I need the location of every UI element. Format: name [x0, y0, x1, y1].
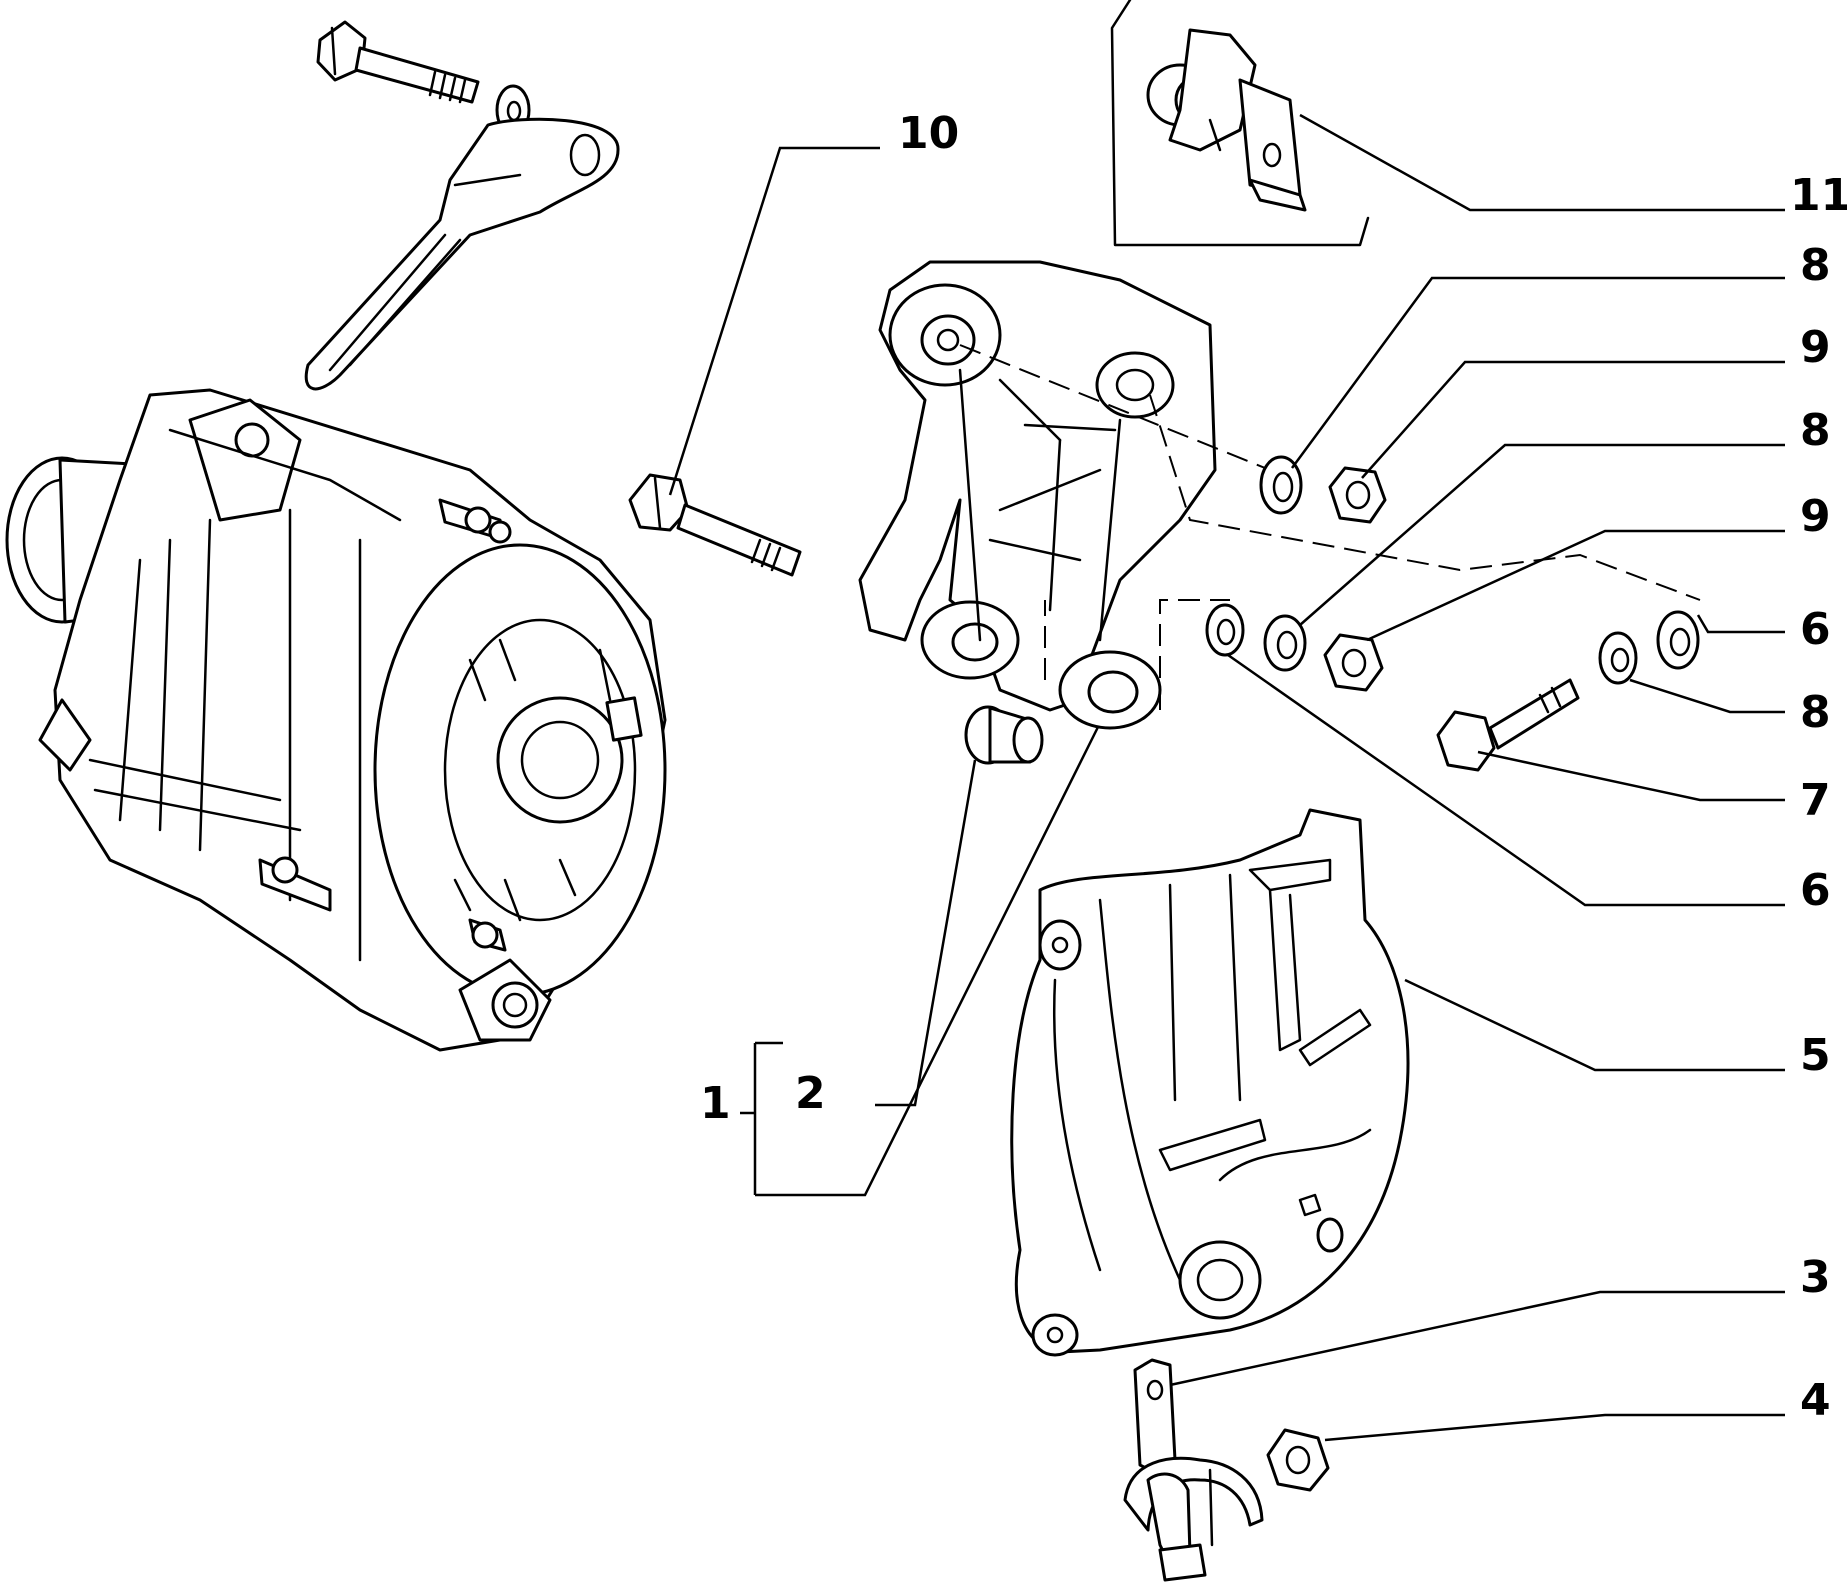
bolt-7-icon [1436, 678, 1580, 772]
callout-3: 3 [1800, 1252, 1831, 1303]
alternator-icon [5, 388, 667, 1052]
nut-9a-icon [1328, 466, 1387, 524]
cable-clamp-icon [1123, 1358, 1264, 1582]
spring-washer-8a-icon [1259, 455, 1303, 515]
adjusting-strap-icon [304, 117, 620, 391]
callout-8a: 8 [1800, 240, 1831, 291]
bushing-icon [964, 705, 1044, 765]
spring-washer-8b-icon [1263, 614, 1307, 672]
washer-6a-icon [1656, 610, 1700, 670]
callout-11: 11 [1790, 170, 1847, 221]
callout-4: 4 [1800, 1375, 1831, 1426]
nut-4-icon [1266, 1428, 1330, 1492]
mounting-bracket-icon [858, 260, 1217, 730]
callout-6b: 6 [1800, 865, 1831, 916]
callout-7: 7 [1800, 775, 1831, 826]
callout-2: 2 [795, 1068, 826, 1119]
adjusting-bolt-icon [316, 20, 480, 104]
callout-9a: 9 [1800, 322, 1831, 373]
nut-9b-icon [1323, 633, 1384, 692]
callout-6a: 6 [1800, 604, 1831, 655]
callout-9b: 9 [1800, 491, 1831, 542]
callout-5: 5 [1800, 1030, 1831, 1081]
spring-washer-8c-icon [1598, 631, 1638, 685]
clip-icon [1146, 28, 1307, 212]
callout-8b: 8 [1800, 405, 1831, 456]
callout-10: 10 [898, 108, 959, 159]
washer-6b-icon [1205, 603, 1245, 657]
leader-lines [668, 113, 1785, 1442]
guard-cover-icon [1010, 808, 1410, 1357]
alignment-lines [959, 344, 1701, 710]
bolt-10-icon [628, 473, 802, 577]
callout-1: 1 [700, 1078, 731, 1129]
clip-inset-frame [1110, 0, 1370, 247]
callout-8c: 8 [1800, 687, 1831, 738]
callout-labels: 10 11 8 9 8 9 6 8 7 6 5 1 2 3 4 [700, 108, 1847, 1426]
